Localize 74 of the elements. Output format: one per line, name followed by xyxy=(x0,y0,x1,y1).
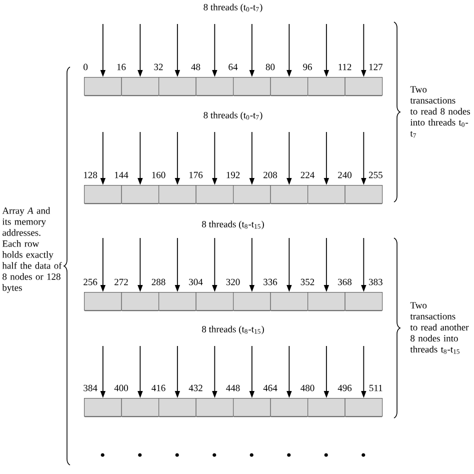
address-label: 304 xyxy=(189,278,203,286)
memory-cell xyxy=(158,292,196,312)
memory-cell xyxy=(308,77,346,96)
address-label: 368 xyxy=(338,278,352,286)
address-label: 288 xyxy=(152,278,166,286)
thread-group-label: 8 threads (t$_{8}$-t$_{15}$) xyxy=(202,220,264,230)
address-label: 255 xyxy=(368,172,382,178)
address-label: 128 xyxy=(84,172,98,178)
memory-cell xyxy=(158,398,196,418)
address-label: 256 xyxy=(84,278,98,286)
address-label: 448 xyxy=(226,384,240,392)
thread-group-label: 8 threads (t$_{8}$-t$_{15}$) xyxy=(202,326,264,334)
memory-cell xyxy=(270,292,308,312)
memory-cell xyxy=(84,292,122,312)
thread-group-label: 8 threads (t$_{0}$-t$_{7}$) xyxy=(204,4,262,12)
address-label: 127 xyxy=(369,64,383,70)
memory-cell xyxy=(121,185,160,204)
address-label: 176 xyxy=(189,172,203,178)
memory-cell xyxy=(121,77,160,96)
memory-cell xyxy=(84,77,122,96)
memory-cell xyxy=(196,292,234,312)
address-label: 320 xyxy=(226,278,240,286)
thread-group-label: 8 threads (t$_{0}$-t$_{7}$) xyxy=(204,112,262,120)
memory-cell xyxy=(158,185,196,204)
memory-cell xyxy=(270,398,308,418)
memory-cell xyxy=(344,292,383,312)
memory-cell xyxy=(233,185,271,204)
address-label: 496 xyxy=(338,384,352,392)
address-label: 272 xyxy=(114,278,128,286)
address-label: 144 xyxy=(114,172,128,178)
address-label: 432 xyxy=(188,384,202,392)
address-label: 240 xyxy=(338,172,352,178)
address-label: 383 xyxy=(369,278,382,286)
memory-cell xyxy=(84,398,122,418)
address-label: 192 xyxy=(226,172,240,178)
memory-cell xyxy=(121,292,160,312)
memory-cell xyxy=(233,292,271,312)
address-label: 208 xyxy=(264,172,278,178)
address-label: 96 xyxy=(303,64,312,70)
memory-cell xyxy=(270,185,308,204)
memory-cell xyxy=(158,77,196,96)
memory-cell xyxy=(84,185,122,204)
address-label: 112 xyxy=(338,64,352,70)
memory-cell xyxy=(196,398,234,418)
memory-cell xyxy=(270,77,308,96)
address-label: 64 xyxy=(228,64,238,70)
memory-cell xyxy=(308,398,346,418)
address-label: 384 xyxy=(84,384,98,392)
memory-cell xyxy=(308,185,346,204)
address-label: 224 xyxy=(300,172,314,178)
memory-cell xyxy=(344,77,383,96)
address-label: 511 xyxy=(369,384,382,392)
address-label: 48 xyxy=(191,64,200,70)
address-label: 480 xyxy=(300,384,314,392)
address-label: 160 xyxy=(152,172,166,178)
memory-cell xyxy=(233,77,271,96)
address-label: 400 xyxy=(114,384,128,392)
address-label: 416 xyxy=(152,384,166,392)
address-label: 464 xyxy=(263,384,278,392)
memory-cell xyxy=(196,77,234,96)
address-label: 80 xyxy=(266,64,275,70)
address-label: 352 xyxy=(300,278,314,286)
memory-cell xyxy=(308,292,346,312)
memory-cell xyxy=(121,398,160,418)
address-label: 32 xyxy=(154,64,163,70)
memory-cell xyxy=(196,185,234,204)
address-label: 16 xyxy=(117,64,126,70)
address-label: 336 xyxy=(264,278,278,286)
annotation-text: Two transactions to read 8 nodes into threads t$_{0}$-t$_{7}$ xyxy=(410,86,470,138)
memory-cell xyxy=(344,398,383,418)
annotation-text: Array A and its memory addresses. Each row holds exactly half the data of 8 nodes or 128 bytes xyxy=(2,207,62,293)
memory-cell xyxy=(233,398,271,418)
annotation-text: Two transactions to read another 8 nodes into threads t$_{8}$-t$_{15}$ xyxy=(410,302,469,354)
memory-cell xyxy=(344,185,383,204)
